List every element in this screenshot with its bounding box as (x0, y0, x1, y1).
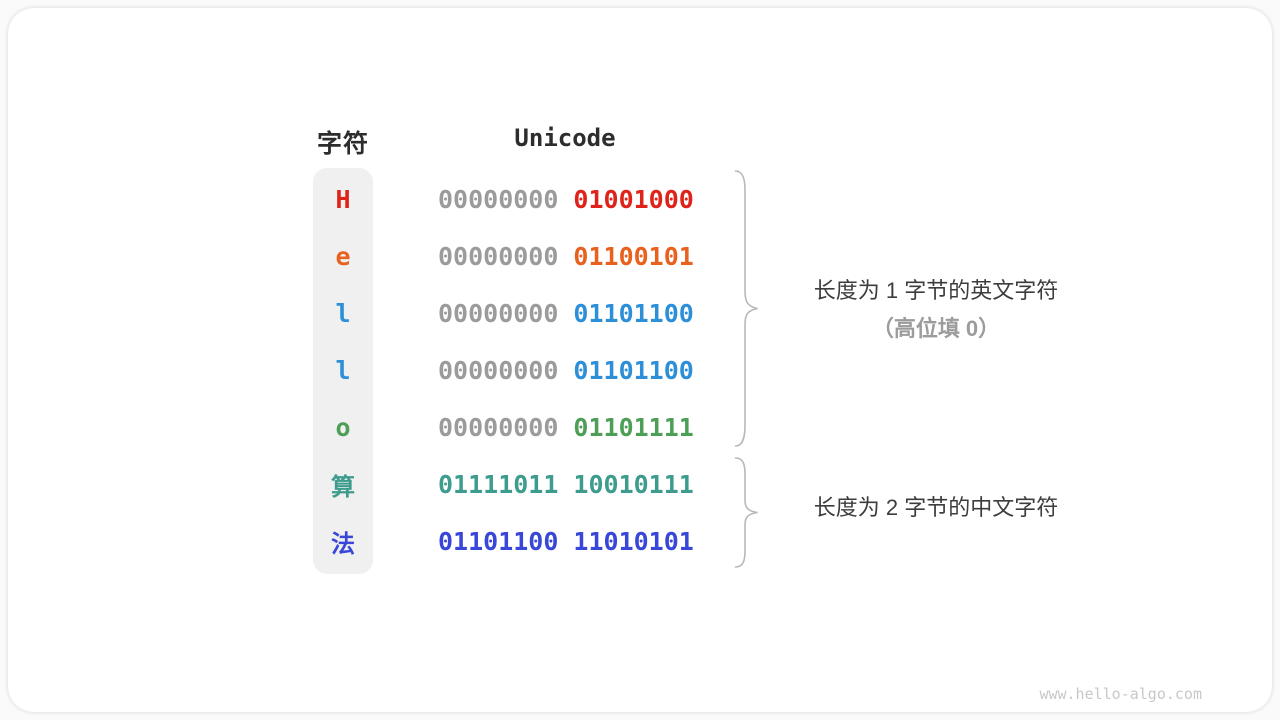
figure-card: 字符 Unicode H e l l o 算 法 00000000 010010… (8, 8, 1272, 712)
byte-low: 01001000 (573, 185, 694, 214)
character-cell-h: H (335, 185, 351, 214)
brace-english-group (734, 170, 758, 447)
unicode-row-o: 00000000 01101111 (438, 399, 694, 456)
character-column-background (313, 168, 373, 574)
unicode-row-e: 00000000 01100101 (438, 228, 694, 285)
website-url: www.hello-algo.com (1039, 685, 1202, 703)
byte-low: 11010101 (573, 527, 694, 556)
unicode-row-l2: 00000000 01101100 (438, 342, 694, 399)
byte-high: 00000000 (438, 356, 559, 385)
byte-high: 01101100 (438, 527, 559, 556)
character-cell-suan: 算 (331, 474, 355, 501)
character-cell-o: o (335, 413, 351, 442)
unicode-row-l1: 00000000 01101100 (438, 285, 694, 342)
annotation-english-chars: 长度为 1 字节的英文字符 （高位填 0） (760, 272, 1112, 348)
column-header-unicode: Unicode (514, 124, 616, 152)
character-cell-fa: 法 (331, 531, 355, 558)
unicode-row-suan: 01111011 10010111 (438, 456, 694, 513)
byte-high: 00000000 (438, 185, 559, 214)
byte-high: 00000000 (438, 413, 559, 442)
unicode-column: 00000000 01001000 00000000 01100101 0000… (438, 171, 694, 570)
byte-low: 10010111 (573, 470, 694, 499)
character-cell-l1: l (335, 299, 351, 328)
unicode-row-fa: 01101100 11010101 (438, 513, 694, 570)
unicode-row-h: 00000000 01001000 (438, 171, 694, 228)
character-cell-l2: l (335, 356, 351, 385)
character-column: H e l l o 算 法 (313, 171, 373, 570)
byte-low: 01101111 (573, 413, 694, 442)
byte-high: 00000000 (438, 299, 559, 328)
annotation-english-line2: （高位填 0） (871, 316, 1001, 341)
annotation-english-line1: 长度为 1 字节的英文字符 (813, 278, 1059, 303)
character-cell-e: e (335, 242, 351, 271)
byte-low: 01100101 (573, 242, 694, 271)
byte-low: 01101100 (573, 356, 694, 385)
byte-low: 01101100 (573, 299, 694, 328)
byte-high: 01111011 (438, 470, 559, 499)
annotation-chinese-chars: 长度为 2 字节的中文字符 (813, 495, 1059, 520)
byte-high: 00000000 (438, 242, 559, 271)
brace-chinese-group (734, 457, 758, 568)
column-header-character: 字符 (316, 130, 369, 158)
